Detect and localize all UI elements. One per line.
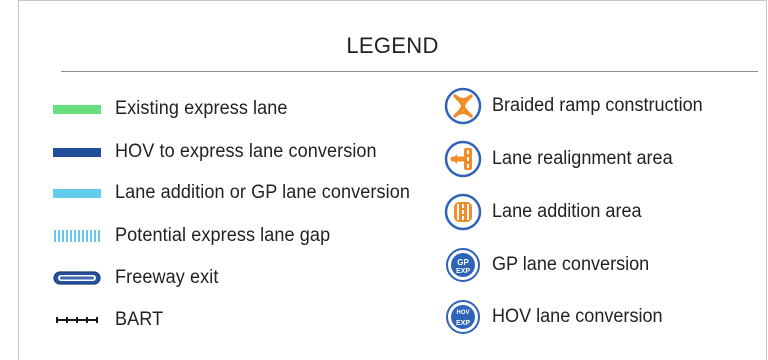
green-express-lane-swatch-icon (53, 99, 101, 119)
legend-panel: LEGEND Existing express lane HOV to expr… (18, 0, 767, 360)
gp-lane-conversion-badge: GP EXP (446, 248, 480, 282)
legend-item-gp-lane-conversion: GP EXP GP lane conversion (444, 248, 657, 282)
legend-item-hov-lane-conversion: HOV EXP HOV lane conversion (444, 300, 672, 334)
legend-item-potential-express-lane-gap: Potential express lane gap (53, 219, 342, 253)
freeway-exit-pill-icon (53, 268, 101, 288)
hov-badge-top-text: HOV (456, 310, 470, 316)
bart-rail-line-icon (53, 310, 101, 330)
legend-item-hov-to-express-conversion: HOV to express lane conversion (53, 135, 390, 169)
bart-rail-line-svg (56, 317, 98, 323)
hov-lane-conversion-badge-fill (451, 305, 475, 329)
legend-item-lane-addition-gp-conversion: Lane addition or GP lane conversion (53, 176, 426, 210)
hov-lane-conversion-icon: HOV EXP (444, 298, 482, 336)
legend-label-existing-express-lane: Existing express lane (115, 98, 288, 119)
lane-realignment-svg (444, 140, 482, 178)
light-blue-lane-swatch (53, 188, 101, 198)
green-lane-swatch (53, 104, 101, 114)
lane-addition-icon (444, 193, 482, 231)
legend-label-hov-lane-conversion: HOV lane conversion (492, 306, 663, 327)
braided-ramp-icon (444, 87, 482, 125)
light-blue-lane-swatch-icon (53, 183, 101, 203)
legend-label-lane-realignment-area: Lane realignment area (492, 148, 673, 169)
dark-blue-lane-swatch-icon (53, 142, 101, 162)
legend-item-lane-realignment-area: Lane realignment area (444, 140, 682, 178)
gp-lane-conversion-icon: GP EXP (444, 246, 482, 284)
legend-label-hov-to-express-conversion: HOV to express lane conversion (115, 141, 377, 162)
gp-badge-top-text: GP (457, 258, 469, 267)
gp-badge-bottom-text: EXP (455, 268, 470, 275)
title-divider (61, 71, 758, 72)
legend-title: LEGEND (346, 33, 439, 58)
dashed-light-blue-lane-swatch-icon (53, 226, 101, 246)
legend-item-bart: BART (53, 303, 166, 337)
braided-ramp-svg (444, 87, 482, 125)
legend-label-gp-lane-conversion: GP lane conversion (492, 254, 650, 275)
legend-item-lane-addition-area: Lane addition area (444, 193, 649, 231)
hov-lane-conversion-badge: HOV EXP (446, 300, 480, 334)
legend-label-freeway-exit: Freeway exit (115, 267, 219, 288)
dark-blue-lane-swatch (53, 147, 101, 157)
legend-item-braided-ramp-construction: Braided ramp construction (444, 87, 714, 125)
legend-item-freeway-exit: Freeway exit (53, 261, 224, 295)
legend-label-potential-express-lane-gap: Potential express lane gap (115, 225, 331, 246)
freeway-exit-pill-svg (53, 271, 101, 285)
gp-lane-conversion-badge-fill (451, 253, 475, 277)
legend-label-braided-ramp-construction: Braided ramp construction (492, 95, 703, 116)
legend-label-lane-addition-area: Lane addition area (492, 201, 642, 222)
lane-addition-svg (444, 193, 482, 231)
legend-label-lane-addition-gp-conversion: Lane addition or GP lane conversion (115, 182, 411, 203)
lane-realignment-icon (444, 140, 482, 178)
legend-label-bart: BART (115, 309, 164, 330)
dashed-lane-swatch-svg (54, 230, 100, 242)
hov-badge-bottom-text: EXP (455, 320, 470, 327)
legend-item-existing-express-lane: Existing express lane (53, 92, 297, 126)
